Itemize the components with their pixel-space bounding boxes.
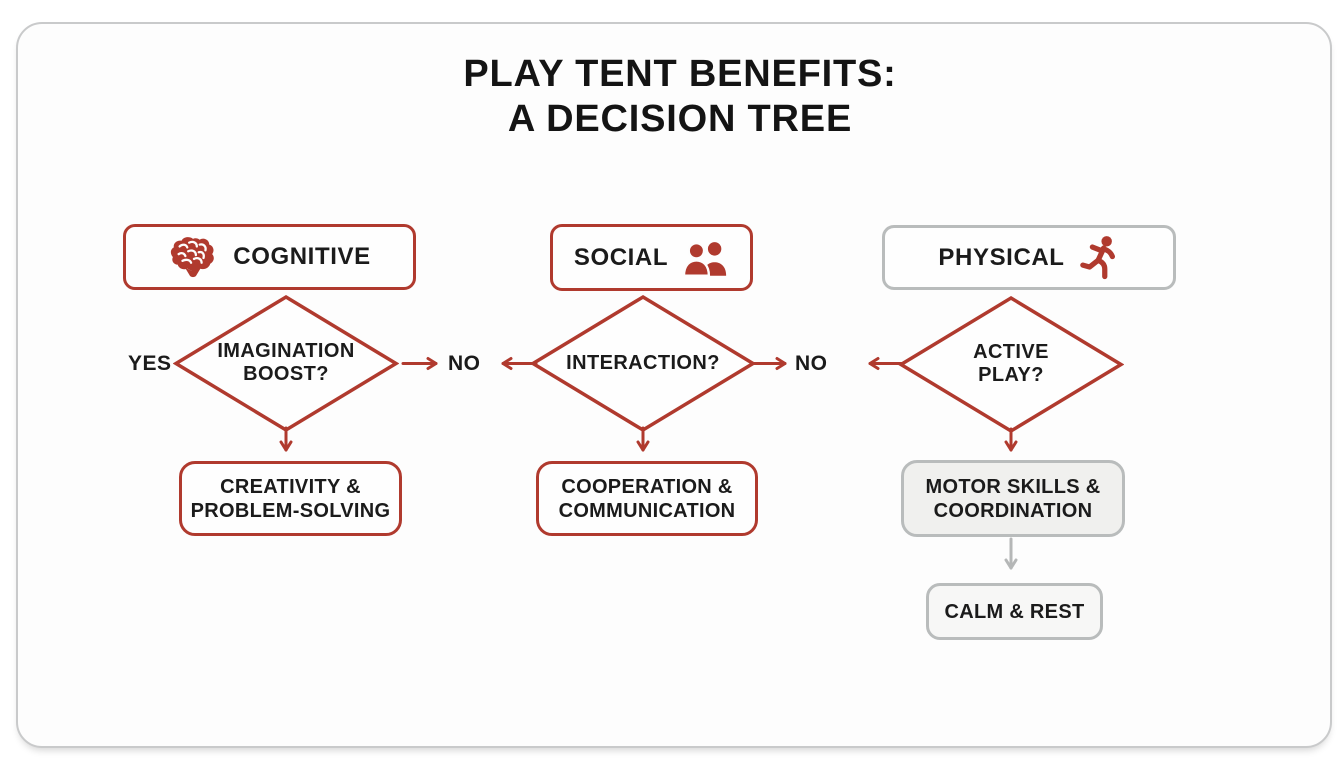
no-label-2: NO <box>795 352 828 375</box>
no-label-1: NO <box>448 352 481 375</box>
header-social: SOCIAL <box>550 224 753 291</box>
outcome-physical: MOTOR SKILLS & COORDINATION <box>901 460 1125 537</box>
header-cognitive: COGNITIVE <box>123 224 416 290</box>
header-social-label: SOCIAL <box>573 243 669 271</box>
outcome-cognitive: CREATIVITY & PROBLEM-SOLVING <box>179 461 402 536</box>
page-title: PLAY TENT BENEFITS: A DECISION TREE <box>0 52 1344 142</box>
decision-label-physical: ACTIVE PLAY? <box>973 341 1049 386</box>
header-physical-label: PHYSICAL <box>938 243 1065 271</box>
people-icon <box>683 239 729 276</box>
title-line-1: PLAY TENT BENEFITS: <box>463 53 897 95</box>
outcome-social: COOPERATION & COMMUNICATION <box>536 461 758 536</box>
runner-icon <box>1079 234 1120 281</box>
yes-label: YES <box>128 352 172 375</box>
title-line-2: A DECISION TREE <box>507 98 853 140</box>
decision-label-social: INTERACTION? <box>566 351 720 374</box>
outcome-calm-rest: CALM & REST <box>926 583 1103 640</box>
header-physical: PHYSICAL <box>882 225 1176 290</box>
brain-icon <box>168 235 218 279</box>
header-cognitive-label: COGNITIVE <box>233 243 371 270</box>
decision-label-cognitive: IMAGINATION BOOST? <box>217 340 355 385</box>
